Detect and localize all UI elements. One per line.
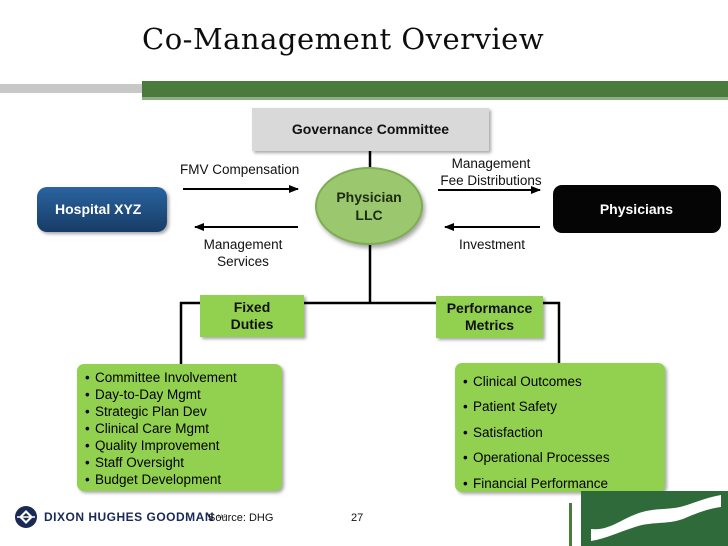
mgmt-fee-label-line2: Fee Distributions xyxy=(440,173,542,188)
list-item: •Staff Oversight xyxy=(85,455,185,470)
source-note: Source: DHG xyxy=(208,512,274,524)
llc-label-line1: Physician xyxy=(336,189,402,205)
page-number: 27 xyxy=(351,512,364,524)
list-item: •Patient Safety xyxy=(463,399,558,415)
title-divider-green-light xyxy=(142,97,728,100)
dhg-logo-icon xyxy=(15,506,37,528)
fixed-duties-box: Fixed Duties xyxy=(200,295,304,337)
list-item: •Clinical Care Mgmt xyxy=(85,421,210,436)
fixed-duties-line2: Duties xyxy=(230,316,274,332)
performance-metrics-line1: Performance xyxy=(446,300,533,316)
physicians-box: Physicians xyxy=(553,185,721,233)
list-item: •Committee Involvement xyxy=(85,370,237,385)
fixed-duties-list: •Committee Involvement •Day-to-Day Mgmt … xyxy=(77,364,282,491)
mgmt-fee-label-line1: Management xyxy=(451,156,531,171)
hospital-box: Hospital XYZ xyxy=(37,187,167,232)
list-item: •Operational Processes xyxy=(463,450,610,466)
performance-metrics-box: Performance Metrics xyxy=(436,296,543,338)
investment-label: Investment xyxy=(459,237,526,252)
list-item: •Quality Improvement xyxy=(85,438,220,453)
performance-metrics-list: •Clinical Outcomes •Patient Safety •Sati… xyxy=(455,363,665,492)
s-logo-icon xyxy=(569,491,728,546)
fixed-duties-line1: Fixed xyxy=(233,299,271,315)
mgmt-services-label-line2: Services xyxy=(217,254,269,269)
fmv-compensation-label: FMV Compensation xyxy=(180,162,300,177)
mgmt-services-label-line1: Management xyxy=(203,237,283,252)
dhg-logo-suffix: LLP xyxy=(218,514,227,520)
llc-label-line2: LLC xyxy=(355,207,383,223)
list-item: •Financial Performance xyxy=(463,475,609,491)
mgmt-fee-label: Management Fee Distributions xyxy=(436,155,546,189)
title-divider-green xyxy=(142,81,728,97)
dhg-logo-text: DIXON HUGHES GOODMAN xyxy=(44,510,215,524)
governance-committee-box: Governance Committee xyxy=(252,108,489,151)
performance-metrics-line2: Metrics xyxy=(464,317,515,333)
page-title: Co-Management Overview xyxy=(142,22,545,56)
physician-llc-circle: Physician LLC xyxy=(315,167,423,245)
list-item: •Clinical Outcomes xyxy=(463,374,582,389)
list-item: •Day-to-Day Mgmt xyxy=(85,387,201,402)
list-item: •Strategic Plan Dev xyxy=(85,404,207,419)
list-item: •Budget Development xyxy=(85,472,222,487)
list-item: •Satisfaction xyxy=(463,424,543,440)
mgmt-services-label: Management Services xyxy=(194,236,292,270)
dhg-logo: DIXON HUGHES GOODMAN LLP xyxy=(14,505,227,529)
